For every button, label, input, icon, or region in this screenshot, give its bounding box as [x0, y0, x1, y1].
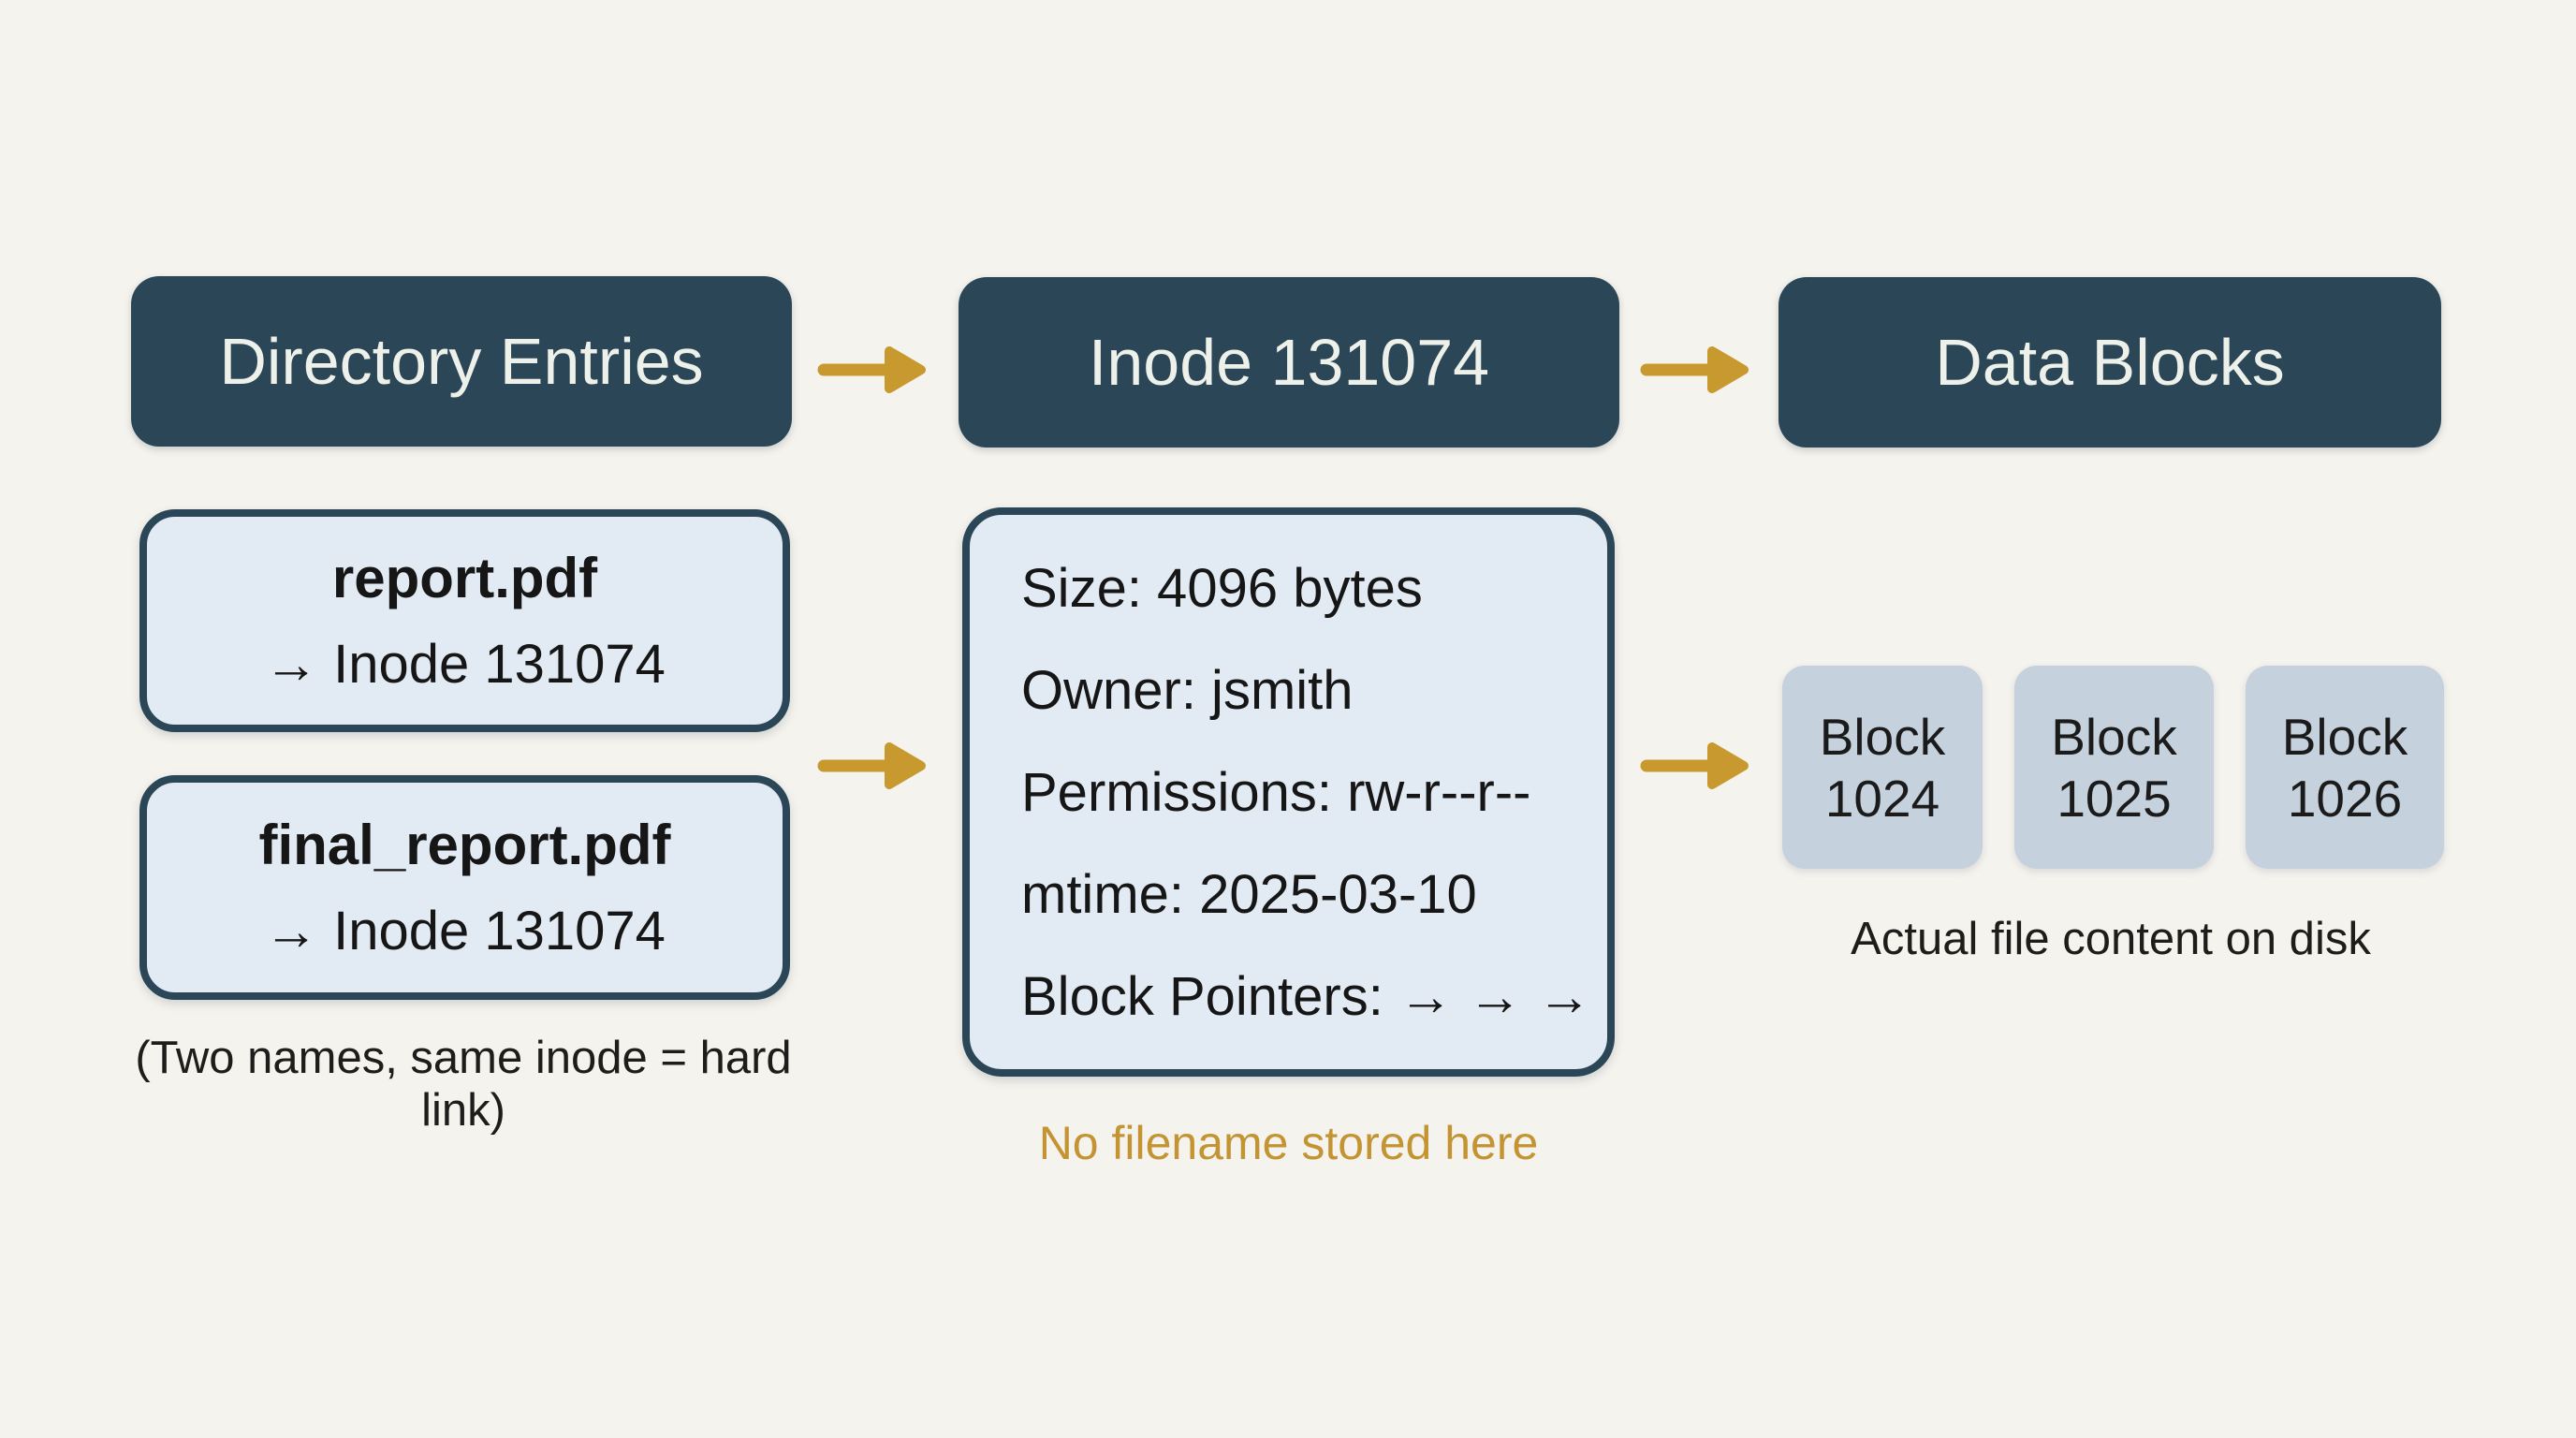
header-inode-label: Inode 131074: [1088, 326, 1490, 399]
block-number: 1024: [1824, 769, 1940, 828]
inode-field-mtime: mtime: 2025-03-10: [1021, 863, 1477, 925]
entry-filename: report.pdf: [331, 547, 598, 609]
hard-link-caption: (Two names, same inode = hard link): [135, 1033, 792, 1136]
arrow-right-icon: [1640, 346, 1749, 393]
entry-box-report: report.pdf → Inode 131074: [139, 509, 790, 732]
arrow-right-icon: [817, 742, 926, 789]
entry-box-final-report: final_report.pdf → Inode 131074: [139, 775, 790, 1000]
header-data-blocks-label: Data Blocks: [1935, 326, 2285, 399]
data-block-1026: Block 1026: [2246, 666, 2444, 869]
inode-metadata-box: Size: 4096 bytes Owner: jsmith Permissio…: [962, 507, 1615, 1077]
data-block-1025: Block 1025: [2014, 666, 2214, 869]
header-directory-entries-label: Directory Entries: [219, 325, 704, 398]
header-data-blocks: Data Blocks: [1778, 277, 2441, 448]
data-block-1024: Block 1024: [1782, 666, 1983, 869]
inode-field-block-pointers: Block Pointers: → → →: [1021, 965, 1592, 1027]
entry-filename: final_report.pdf: [258, 814, 671, 876]
entry-inode-pointer: → Inode 131074: [264, 634, 666, 695]
header-inode: Inode 131074: [959, 277, 1619, 448]
block-label: Block: [2281, 707, 2408, 766]
file-content-caption: Actual file content on disk: [1851, 914, 2371, 964]
no-filename-caption: No filename stored here: [1038, 1117, 1539, 1169]
inode-field-permissions: Permissions: rw-r--r--: [1021, 761, 1531, 823]
block-number: 1026: [2287, 769, 2403, 828]
inode-field-owner: Owner: jsmith: [1021, 659, 1354, 721]
block-label: Block: [2051, 707, 2177, 766]
block-number: 1025: [2056, 769, 2172, 828]
block-label: Block: [1819, 707, 1946, 766]
arrow-right-icon: [817, 346, 926, 393]
entry-inode-pointer: → Inode 131074: [264, 901, 666, 961]
arrow-right-icon: [1640, 742, 1749, 789]
inode-field-size: Size: 4096 bytes: [1021, 557, 1423, 619]
header-directory-entries: Directory Entries: [131, 276, 792, 447]
